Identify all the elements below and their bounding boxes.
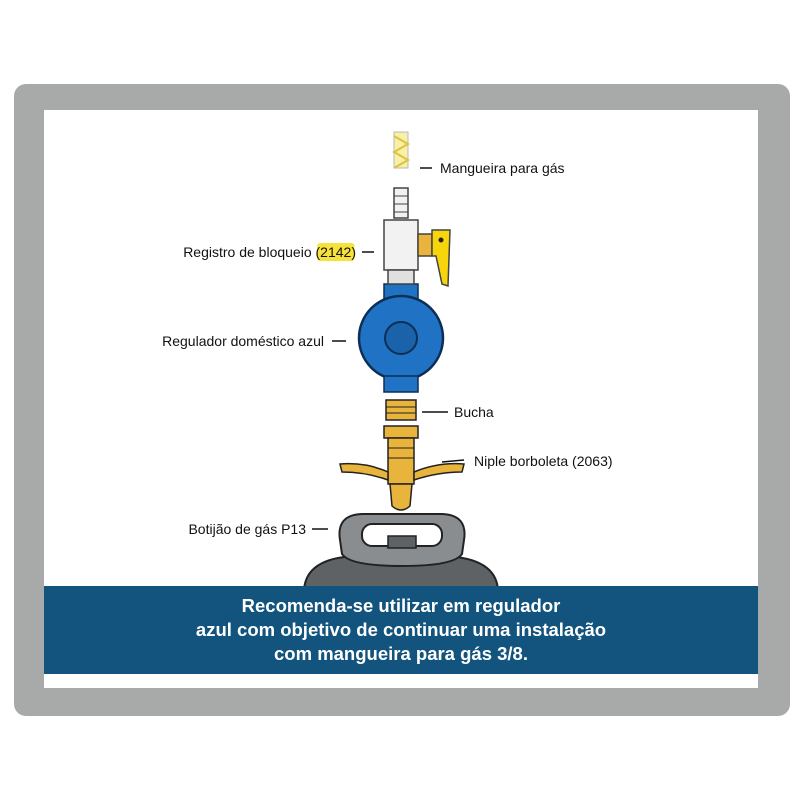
assembly-diagram: Mangueira para gás Registro de bloqueio … [162, 131, 613, 591]
recommendation-banner: Recomenda-se utilizar em regulador azul … [44, 586, 758, 674]
gas-cylinder-p13 [302, 513, 500, 591]
label-botijao: Botijão de gás P13 [188, 521, 306, 537]
label-registro-suffix: ) [351, 244, 356, 260]
label-bucha: Bucha [454, 404, 494, 420]
banner-line-1: Recomenda-se utilizar em regulador [241, 595, 561, 616]
label-registro-code: 2142 [320, 244, 351, 260]
label-niple: Niple borboleta (2063) [474, 453, 613, 469]
bucha [385, 399, 417, 421]
banner-line-3: com mangueira para gás 3/8. [274, 643, 528, 664]
label-registro: Registro de bloqueio (2142) [183, 244, 356, 260]
niple-borboleta [339, 425, 465, 511]
registro-bloqueio [383, 187, 451, 288]
banner-line-2: azul com objetivo de continuar uma insta… [195, 619, 607, 640]
label-mangueira: Mangueira para gás [440, 160, 565, 176]
regulador-azul [357, 283, 445, 393]
mangueira-gas [391, 131, 411, 169]
label-regulador: Regulador doméstico azul [162, 333, 324, 349]
leader-niple [441, 459, 465, 463]
diagram-panel: Mangueira para gás Registro de bloqueio … [44, 110, 758, 688]
code-highlight [317, 243, 355, 261]
label-registro-prefix: Registro de bloqueio ( [183, 244, 320, 260]
